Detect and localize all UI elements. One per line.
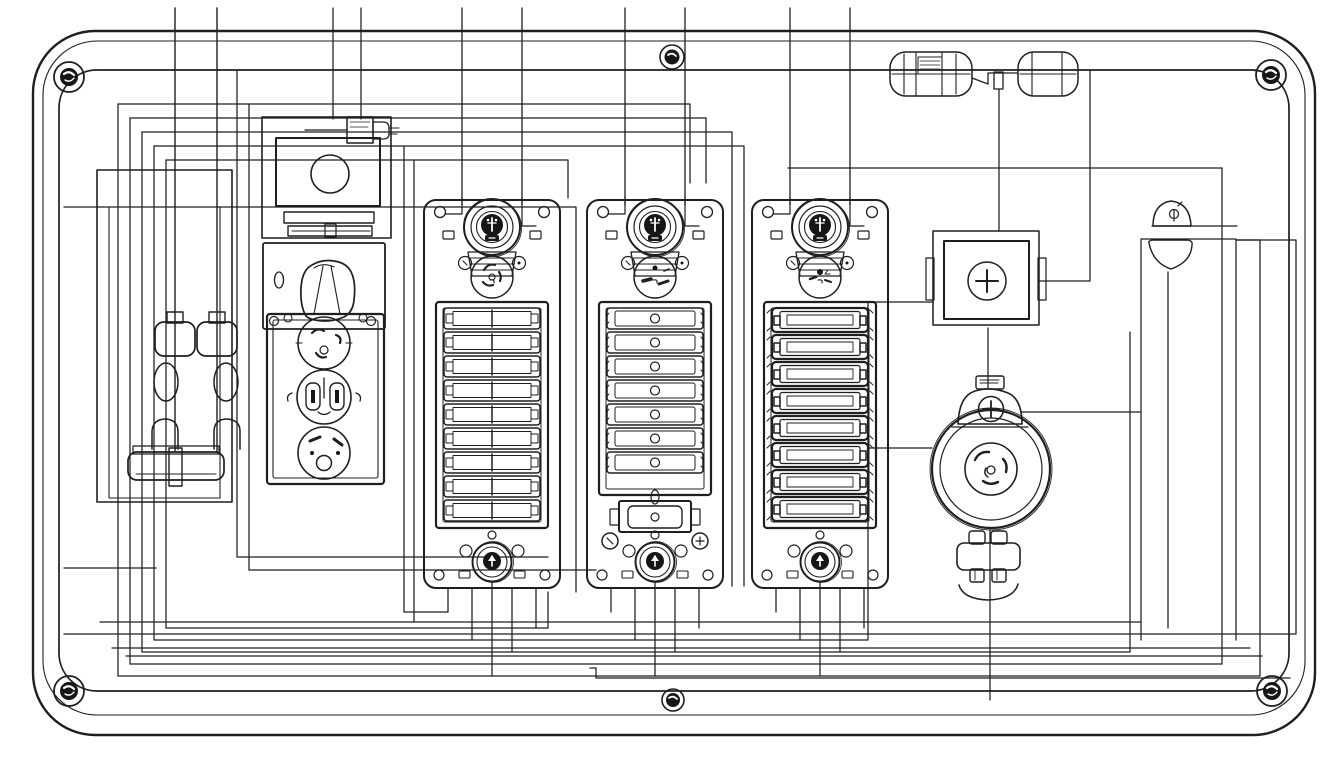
- screw-top-center: [659, 44, 685, 70]
- breaker-row: [766, 306, 874, 334]
- pull-handle-left: [154, 321, 196, 357]
- pull-handle-right: [196, 321, 238, 357]
- rotary-selector: [262, 242, 386, 330]
- pull-rods: [174, 7, 218, 453]
- square-meter-button: [925, 230, 1047, 326]
- outlet-duplex-middle: [286, 369, 362, 425]
- handle-base: [127, 451, 225, 481]
- top-twistlock-connector: [442, 196, 542, 284]
- breaker-panels: [423, 7, 889, 677]
- bottom-twistlock-connector: [621, 530, 689, 583]
- breaker-row: [443, 451, 541, 474]
- breaker-row: [443, 403, 541, 426]
- breaker-row: [443, 355, 541, 378]
- screw-bottom-center: [661, 688, 685, 712]
- breaker-block: [762, 300, 878, 530]
- mount-clip-bottom: [1148, 239, 1193, 270]
- panel-receptacle: [457, 255, 527, 299]
- breaker-row: [443, 475, 541, 498]
- mount-clip-top: [1152, 200, 1192, 227]
- panel-receptacle: [785, 255, 855, 299]
- meter-window: [310, 154, 350, 194]
- bottom-twistlock-connector: [458, 530, 526, 583]
- breaker-row: [443, 427, 541, 450]
- wiring-harness: [63, 7, 1297, 701]
- breaker-row: [443, 499, 541, 522]
- bottom-twistlock-connector: [786, 530, 854, 583]
- breaker-row: [605, 307, 705, 330]
- breaker-block: [597, 300, 713, 497]
- breaker-row: [766, 333, 874, 361]
- breaker-row: [605, 451, 705, 474]
- knob: [300, 259, 356, 322]
- meter-box-connector: [346, 116, 400, 144]
- breaker-row: [766, 468, 874, 496]
- breaker-row: [766, 414, 874, 442]
- receptacle-face: [964, 442, 1018, 496]
- breaker-panel-1: [423, 7, 561, 677]
- plus-symbol: [975, 269, 999, 293]
- inline-fuse-holder: [889, 51, 973, 97]
- receptacle-plate: [265, 312, 386, 486]
- terminal-block: [956, 530, 1021, 601]
- breaker-row: [443, 379, 541, 402]
- top-twistlock-connector: [770, 196, 870, 284]
- breaker-row: [605, 403, 705, 426]
- outlet-twistlock-bottom: [297, 426, 351, 480]
- outlet-twistlock-top: [295, 316, 353, 370]
- breaker-row: [766, 360, 874, 388]
- indicator-meter-box: [261, 116, 400, 239]
- screw-top-right: [1255, 59, 1287, 91]
- breaker-row: [605, 331, 705, 354]
- breaker-row: [605, 427, 705, 450]
- breaker-panel-2: [586, 7, 724, 677]
- inline-connector: [971, 51, 1079, 97]
- screw-bottom-right: [1256, 675, 1288, 707]
- meter-slot-2: [287, 225, 373, 237]
- meter-slot-1: [283, 211, 375, 224]
- breaker-row: [766, 387, 874, 415]
- breaker-row: [766, 495, 874, 523]
- breaker-block: [434, 300, 550, 530]
- breaker-row: [766, 441, 874, 469]
- breaker-row: [443, 307, 541, 330]
- pull-handle-assembly: [96, 7, 241, 503]
- panel-receptacle: [620, 255, 690, 299]
- breaker-panel-3: [751, 7, 889, 677]
- breaker-row: [443, 331, 541, 354]
- breaker-row: [605, 355, 705, 378]
- main-rocker-switch: [601, 489, 709, 550]
- breaker-row: [605, 379, 705, 402]
- frame-screws: [53, 44, 1288, 712]
- enclosure-frame: [31, 29, 1317, 737]
- large-twistlock-receptacle: [929, 375, 1053, 531]
- screw-top-left: [53, 61, 85, 93]
- screw-bottom-left: [53, 675, 85, 707]
